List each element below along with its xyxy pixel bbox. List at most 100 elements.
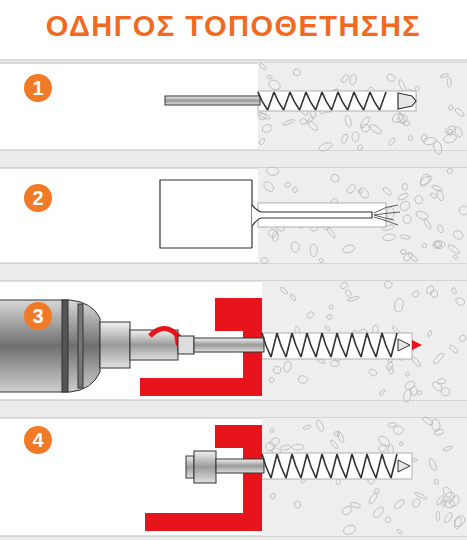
pebble bbox=[400, 235, 410, 240]
pebble bbox=[442, 486, 454, 499]
pebble bbox=[388, 422, 397, 427]
pebble bbox=[423, 137, 437, 146]
pebble bbox=[402, 251, 413, 262]
pebble bbox=[441, 500, 446, 507]
pebble bbox=[267, 75, 273, 80]
pebble bbox=[398, 79, 407, 93]
pebble bbox=[447, 168, 453, 174]
pebble bbox=[279, 286, 288, 295]
pebble bbox=[419, 173, 432, 188]
pebble bbox=[413, 194, 424, 206]
pebble bbox=[261, 123, 273, 133]
pebble bbox=[452, 514, 467, 529]
pebble bbox=[368, 123, 382, 135]
pebble bbox=[428, 458, 438, 472]
pebble bbox=[310, 244, 317, 257]
pebble bbox=[334, 431, 340, 436]
impact-wrench bbox=[0, 300, 194, 392]
pebble bbox=[438, 378, 446, 384]
pebble bbox=[382, 186, 392, 196]
pebble bbox=[350, 502, 361, 509]
pebble bbox=[339, 281, 349, 290]
pebble bbox=[361, 124, 369, 132]
pebble bbox=[358, 186, 371, 199]
pebble bbox=[458, 334, 467, 343]
pebble bbox=[342, 244, 356, 254]
pebble bbox=[300, 118, 307, 124]
step-number: 2 bbox=[32, 188, 43, 208]
pebble bbox=[258, 113, 266, 120]
separator-bands bbox=[0, 60, 467, 540]
pebble bbox=[435, 241, 442, 248]
title: ΟΔΗΓΟΣ ΤΟΠΟΘΕΤΗΣΗΣ bbox=[0, 10, 467, 43]
installed-screw bbox=[186, 451, 410, 483]
pebble bbox=[399, 441, 404, 446]
pebble bbox=[447, 77, 451, 87]
pebble bbox=[294, 501, 301, 509]
pebble bbox=[451, 287, 457, 295]
pebble bbox=[443, 511, 453, 523]
concrete-screw bbox=[194, 333, 422, 357]
pebble bbox=[289, 293, 297, 301]
pebble bbox=[298, 375, 308, 383]
pebble bbox=[408, 135, 413, 140]
step-number: 1 bbox=[32, 78, 43, 98]
pebble bbox=[421, 243, 427, 249]
step-number-circle: 2 bbox=[24, 184, 52, 212]
pebble bbox=[423, 218, 432, 230]
pebble bbox=[449, 344, 459, 354]
pebble bbox=[432, 352, 445, 365]
pebble bbox=[402, 214, 412, 224]
pebble bbox=[384, 516, 391, 523]
pebble bbox=[377, 434, 392, 448]
pebble bbox=[342, 523, 357, 536]
pebble bbox=[268, 377, 274, 384]
pebble bbox=[404, 380, 417, 391]
pebble bbox=[429, 192, 437, 199]
step-number: 3 bbox=[32, 306, 43, 326]
pebble bbox=[306, 119, 319, 132]
pebble bbox=[415, 210, 429, 221]
pebble bbox=[293, 68, 301, 76]
pebble bbox=[326, 314, 332, 320]
pebble bbox=[270, 427, 274, 433]
pebble bbox=[356, 144, 363, 151]
pebble bbox=[270, 493, 276, 500]
pebble bbox=[379, 389, 386, 396]
pebble bbox=[306, 311, 315, 320]
pebble bbox=[267, 78, 282, 91]
pebble bbox=[444, 125, 457, 135]
pebble bbox=[437, 224, 444, 233]
pebble bbox=[411, 290, 420, 299]
pebble bbox=[330, 439, 339, 449]
pebble bbox=[282, 119, 295, 127]
concrete bbox=[258, 63, 467, 536]
pebble bbox=[291, 241, 300, 252]
pebble bbox=[396, 529, 403, 535]
pebble bbox=[258, 138, 266, 146]
pebble bbox=[453, 125, 464, 137]
pebble bbox=[372, 505, 386, 519]
pebble bbox=[292, 444, 305, 450]
step-number-circle: 1 bbox=[24, 74, 52, 102]
pebble bbox=[284, 182, 291, 188]
pebble bbox=[336, 430, 345, 443]
pebble bbox=[432, 140, 443, 155]
pebble bbox=[440, 73, 449, 78]
drill-bit bbox=[165, 92, 416, 110]
pebble bbox=[419, 174, 433, 186]
pebble bbox=[394, 298, 405, 313]
pebble bbox=[266, 166, 279, 176]
pebble bbox=[415, 86, 420, 91]
pebble bbox=[443, 133, 458, 145]
pebble bbox=[400, 249, 406, 254]
pebble bbox=[324, 325, 331, 331]
pebble bbox=[349, 74, 357, 86]
pebble bbox=[398, 199, 411, 212]
pebble bbox=[257, 111, 271, 120]
pebble bbox=[443, 445, 454, 451]
pebble bbox=[393, 498, 406, 510]
